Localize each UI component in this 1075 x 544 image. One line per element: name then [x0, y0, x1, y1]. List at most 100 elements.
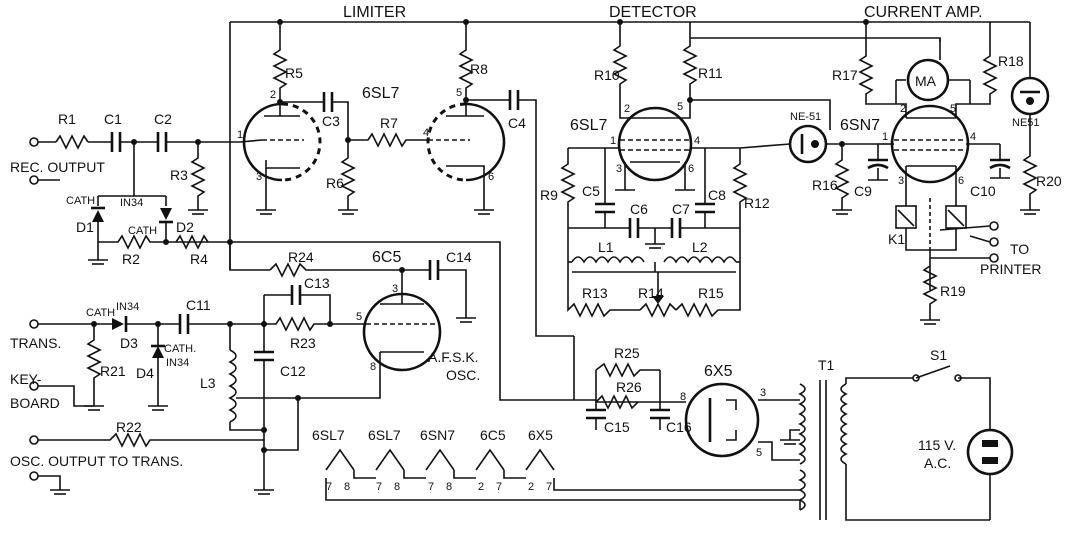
label-d1: D1	[76, 219, 94, 235]
r3-resistor: R3	[170, 142, 208, 215]
rec-output-label: REC. OUTPUT	[10, 159, 105, 175]
label-r19: R19	[940, 283, 966, 299]
label-c10: C10	[970, 183, 996, 199]
label-r20: R20	[1036, 173, 1062, 189]
osc-output: R22 OSC. OUTPUT TO TRANS.	[10, 419, 264, 495]
label-in34-d3: IN34	[116, 301, 139, 313]
label-r21: R21	[100, 363, 126, 379]
heater-string: 6SL7 6SL7 6SN7 6C5 6X5 7 8 7 8 7 8 2 7 2…	[312, 427, 801, 510]
det-pin-2: 2	[624, 103, 630, 115]
heater-label-1: 6SL7	[368, 427, 401, 443]
label-ne51-b: NE51	[1012, 117, 1040, 129]
label-c7: C7	[672, 201, 690, 217]
label-c12: C12	[280, 363, 306, 379]
afsk-label-1: A.F.S.K.	[428, 349, 479, 365]
label-r23: R23	[290, 335, 316, 351]
label-c15: C15	[604, 419, 630, 435]
to-printer-2: PRINTER	[980, 261, 1041, 277]
amp-pin-3: 3	[898, 175, 904, 187]
rect-pin-8: 8	[680, 391, 686, 403]
label-r12: R12	[744, 195, 770, 211]
label-r22: R22	[116, 419, 142, 435]
label-c2: C2	[154, 111, 172, 127]
det-pin-3: 3	[616, 163, 622, 175]
label-r24: R24	[288, 249, 314, 265]
label-l3: L3	[200, 375, 216, 391]
osc-pin-3: 3	[392, 283, 398, 295]
label-r11: R11	[698, 65, 723, 81]
rec-output-input: R1 C1 C2 REC. OUTPUT	[10, 111, 240, 185]
label-d2: D2	[176, 219, 194, 235]
label-t1: T1	[818, 357, 835, 373]
heater-pin-3b: 7	[496, 481, 502, 493]
amp-pin-5: 5	[950, 103, 956, 115]
detector-title: DETECTOR	[609, 4, 697, 21]
det-pin-4: 4	[694, 135, 700, 147]
limiter-tube-type: 6SL7	[362, 85, 399, 102]
heater-pin-2a: 7	[428, 481, 434, 493]
det-pin-1: 1	[610, 135, 616, 147]
osc-pin-8: 8	[370, 361, 376, 373]
heater-pin-4b: 7	[546, 481, 552, 493]
label-r7: R7	[380, 115, 398, 131]
label-r13: R13	[582, 285, 608, 301]
label-r14: R14	[638, 285, 664, 301]
label-r3: R3	[170, 167, 188, 183]
power-supply: R25 R26 C15 C16 6X5 8 3 5 T1 S1	[573, 336, 1014, 521]
amp-pin-2: 2	[900, 103, 906, 115]
label-r9: R9	[540, 187, 558, 203]
meter-label: MA	[915, 73, 937, 89]
heater-label-3: 6C5	[480, 427, 506, 443]
rectifier-tube-type: 6X5	[704, 363, 733, 380]
label-d4: D4	[136, 365, 154, 381]
osc-pin-5: 5	[356, 311, 362, 323]
label-r16: R16	[812, 177, 838, 193]
heater-label-4: 6X5	[528, 427, 553, 443]
rect-pin-5: 5	[756, 447, 762, 459]
label-r26: R26	[616, 379, 642, 395]
label-r5: R5	[285, 65, 303, 81]
osc-output-label: OSC. OUTPUT TO TRANS.	[10, 453, 183, 469]
label-c5: C5	[582, 183, 600, 199]
amp-pin-6: 6	[958, 175, 964, 187]
pin-2: 2	[270, 89, 276, 101]
label-c6: C6	[630, 201, 648, 217]
label-c14: C14	[446, 249, 472, 265]
label-c8: C8	[708, 187, 726, 203]
heater-pin-0a: 7	[326, 481, 332, 493]
current-amp-tube-type: 6SN7	[840, 117, 880, 134]
label-cath-d4: CATH.	[164, 343, 196, 355]
heater-pin-1b: 8	[394, 481, 400, 493]
afsk-oscillator: 6C5 A.F.S.K. OSC. R24 C14 3 5 8 C13 R23	[200, 241, 574, 495]
label-c11: C11	[186, 297, 211, 313]
label-s1: S1	[930, 347, 947, 363]
label-c9: C9	[854, 183, 872, 199]
label-r1: R1	[58, 111, 76, 127]
keyboard-label-1: KEY-	[10, 371, 42, 387]
detector-tube-type: 6SL7	[570, 117, 607, 134]
pin-5: 5	[456, 87, 462, 99]
heater-label-0: 6SL7	[312, 427, 345, 443]
label-r17: R17	[832, 67, 858, 83]
detector-tube: R10 R11 6SL7 R9 C5 C6 C7 C8 R12 L1 L2 R1…	[540, 22, 831, 318]
label-c13: C13	[304, 275, 330, 291]
label-r15: R15	[698, 285, 724, 301]
heater-pin-0b: 8	[344, 481, 350, 493]
det-pin-6: 6	[688, 163, 694, 175]
label-cath-d3: CATH	[86, 307, 115, 319]
heater-pin-3a: 2	[478, 481, 484, 493]
amp-pin-1: 1	[882, 131, 888, 143]
label-cath-d1: CATH	[66, 195, 95, 207]
heater-label-2: 6SN7	[420, 427, 455, 443]
heater-pin-1a: 7	[376, 481, 382, 493]
label-r8: R8	[470, 61, 488, 77]
label-r10: R10	[594, 67, 620, 83]
label-l2: L2	[692, 239, 708, 255]
amp-pin-4: 4	[970, 131, 976, 143]
label-c3: C3	[322, 113, 340, 129]
pin-3: 3	[256, 171, 262, 183]
to-printer-1: TO	[1010, 241, 1029, 257]
mains-label-2: A.C.	[924, 455, 951, 471]
